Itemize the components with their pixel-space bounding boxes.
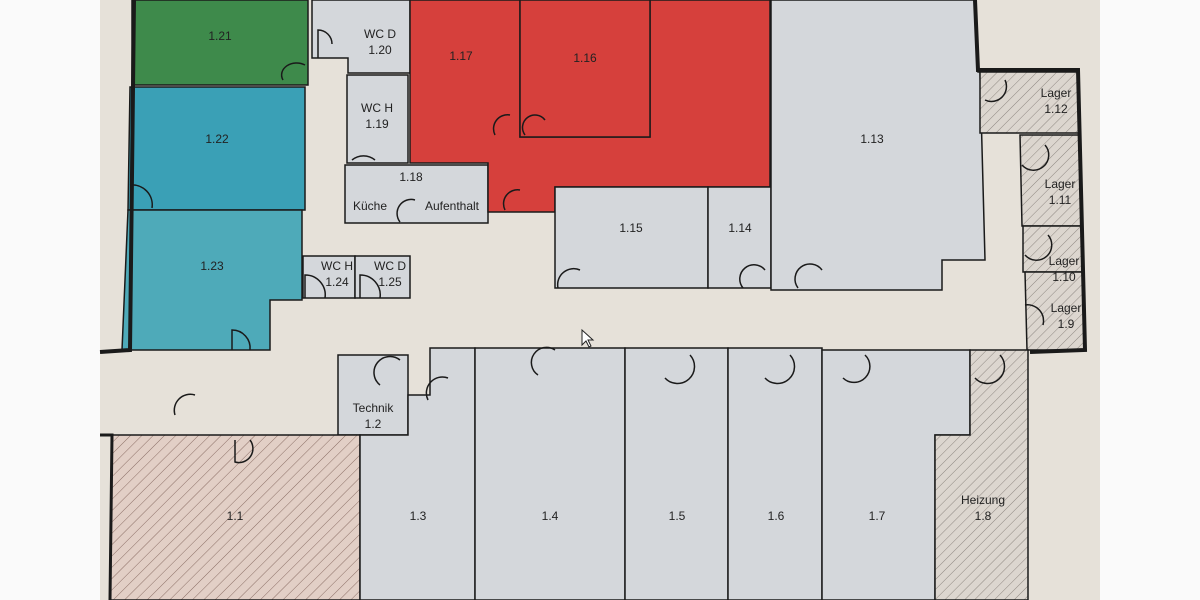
room-number: 1.16: [573, 51, 597, 65]
room-name: WC H: [321, 259, 353, 273]
door-swing: [373, 355, 401, 386]
door-swing: [304, 274, 326, 299]
room-number: 1.18: [399, 170, 423, 184]
door-swing: [231, 329, 251, 351]
outer-walls: [99, 0, 1088, 600]
room-name: Heizung: [961, 493, 1005, 507]
room-number: 1.7: [869, 509, 886, 523]
door-swing: [842, 354, 871, 384]
room-number: 1.11: [1049, 193, 1072, 207]
room-1-6[interactable]: [727, 347, 823, 600]
door-swing: [280, 62, 306, 81]
room-1-16[interactable]: [519, 0, 651, 138]
room-number: 1.6: [768, 509, 785, 523]
room-number: 1.13: [860, 132, 884, 146]
door-swing: [739, 264, 766, 289]
room-1-25[interactable]: [354, 255, 411, 299]
room-number: 1.1: [227, 509, 244, 523]
room-1-4[interactable]: [474, 347, 626, 600]
room-number: 1.4: [542, 509, 559, 523]
door-swing: [396, 198, 416, 223]
room-number: 1.14: [728, 221, 752, 235]
room-number: 1.20: [368, 43, 392, 57]
room-number: 1.19: [365, 117, 389, 131]
room-number: 1.25: [378, 275, 402, 289]
door-swing: [1024, 304, 1045, 326]
room-number: 1.9: [1058, 317, 1075, 331]
room-number: 1.8: [975, 509, 992, 523]
mouse-cursor-icon: [581, 328, 595, 348]
door-swing: [359, 274, 381, 299]
room-name: Lager: [1051, 301, 1082, 315]
room-name: WC D: [364, 27, 396, 41]
room-1-5[interactable]: [624, 347, 729, 600]
door-swing: [173, 393, 196, 416]
room-number: 1.10: [1052, 270, 1076, 284]
door-swing: [317, 29, 333, 58]
room-number: 1.17: [449, 49, 473, 63]
room-sub-label: Aufenthalt: [425, 199, 480, 213]
doors: [129, 29, 1053, 464]
door-swing: [664, 354, 696, 385]
room-sub-label: Küche: [353, 199, 387, 213]
room-1-14[interactable]: [707, 186, 772, 289]
room-number: 1.15: [619, 221, 643, 235]
door-swing: [1021, 144, 1050, 171]
door-swing: [556, 267, 581, 289]
door-swing: [351, 155, 376, 161]
door-swing: [234, 439, 254, 464]
room-number: 1.23: [200, 259, 224, 273]
room-name: Lager: [1045, 177, 1076, 191]
door-swing: [1024, 234, 1053, 261]
room-1-22[interactable]: [127, 86, 306, 211]
room-name: Technik: [353, 401, 395, 415]
room-name: WC D: [374, 259, 406, 273]
door-swing: [521, 114, 546, 136]
room-number: 1.21: [208, 29, 232, 43]
room-1-19[interactable]: [346, 74, 409, 164]
door-swing: [425, 376, 449, 401]
room-number: 1.2: [365, 417, 382, 431]
room-name: WC H: [361, 101, 393, 115]
room-1-15[interactable]: [554, 186, 709, 289]
door-swing: [502, 189, 521, 211]
door-swing: [794, 263, 823, 289]
door-swing: [974, 354, 1006, 385]
room-number: 1.3: [410, 509, 427, 523]
room-1-20[interactable]: [311, 0, 411, 74]
room-number: 1.22: [205, 132, 229, 146]
door-swing: [764, 354, 796, 385]
door-swing: [530, 346, 556, 376]
room-number: 1.5: [669, 509, 686, 523]
door-swing: [984, 79, 1008, 103]
room-number: 1.12: [1044, 102, 1068, 116]
room-1-3[interactable]: [359, 347, 476, 600]
door-swing: [129, 184, 153, 209]
room-1-8[interactable]: [934, 349, 1029, 600]
room-name: Lager: [1049, 254, 1080, 268]
room-name: Lager: [1041, 86, 1072, 100]
door-swing: [492, 114, 511, 136]
room-1-18[interactable]: [344, 164, 489, 224]
room-number: 1.24: [325, 275, 349, 289]
